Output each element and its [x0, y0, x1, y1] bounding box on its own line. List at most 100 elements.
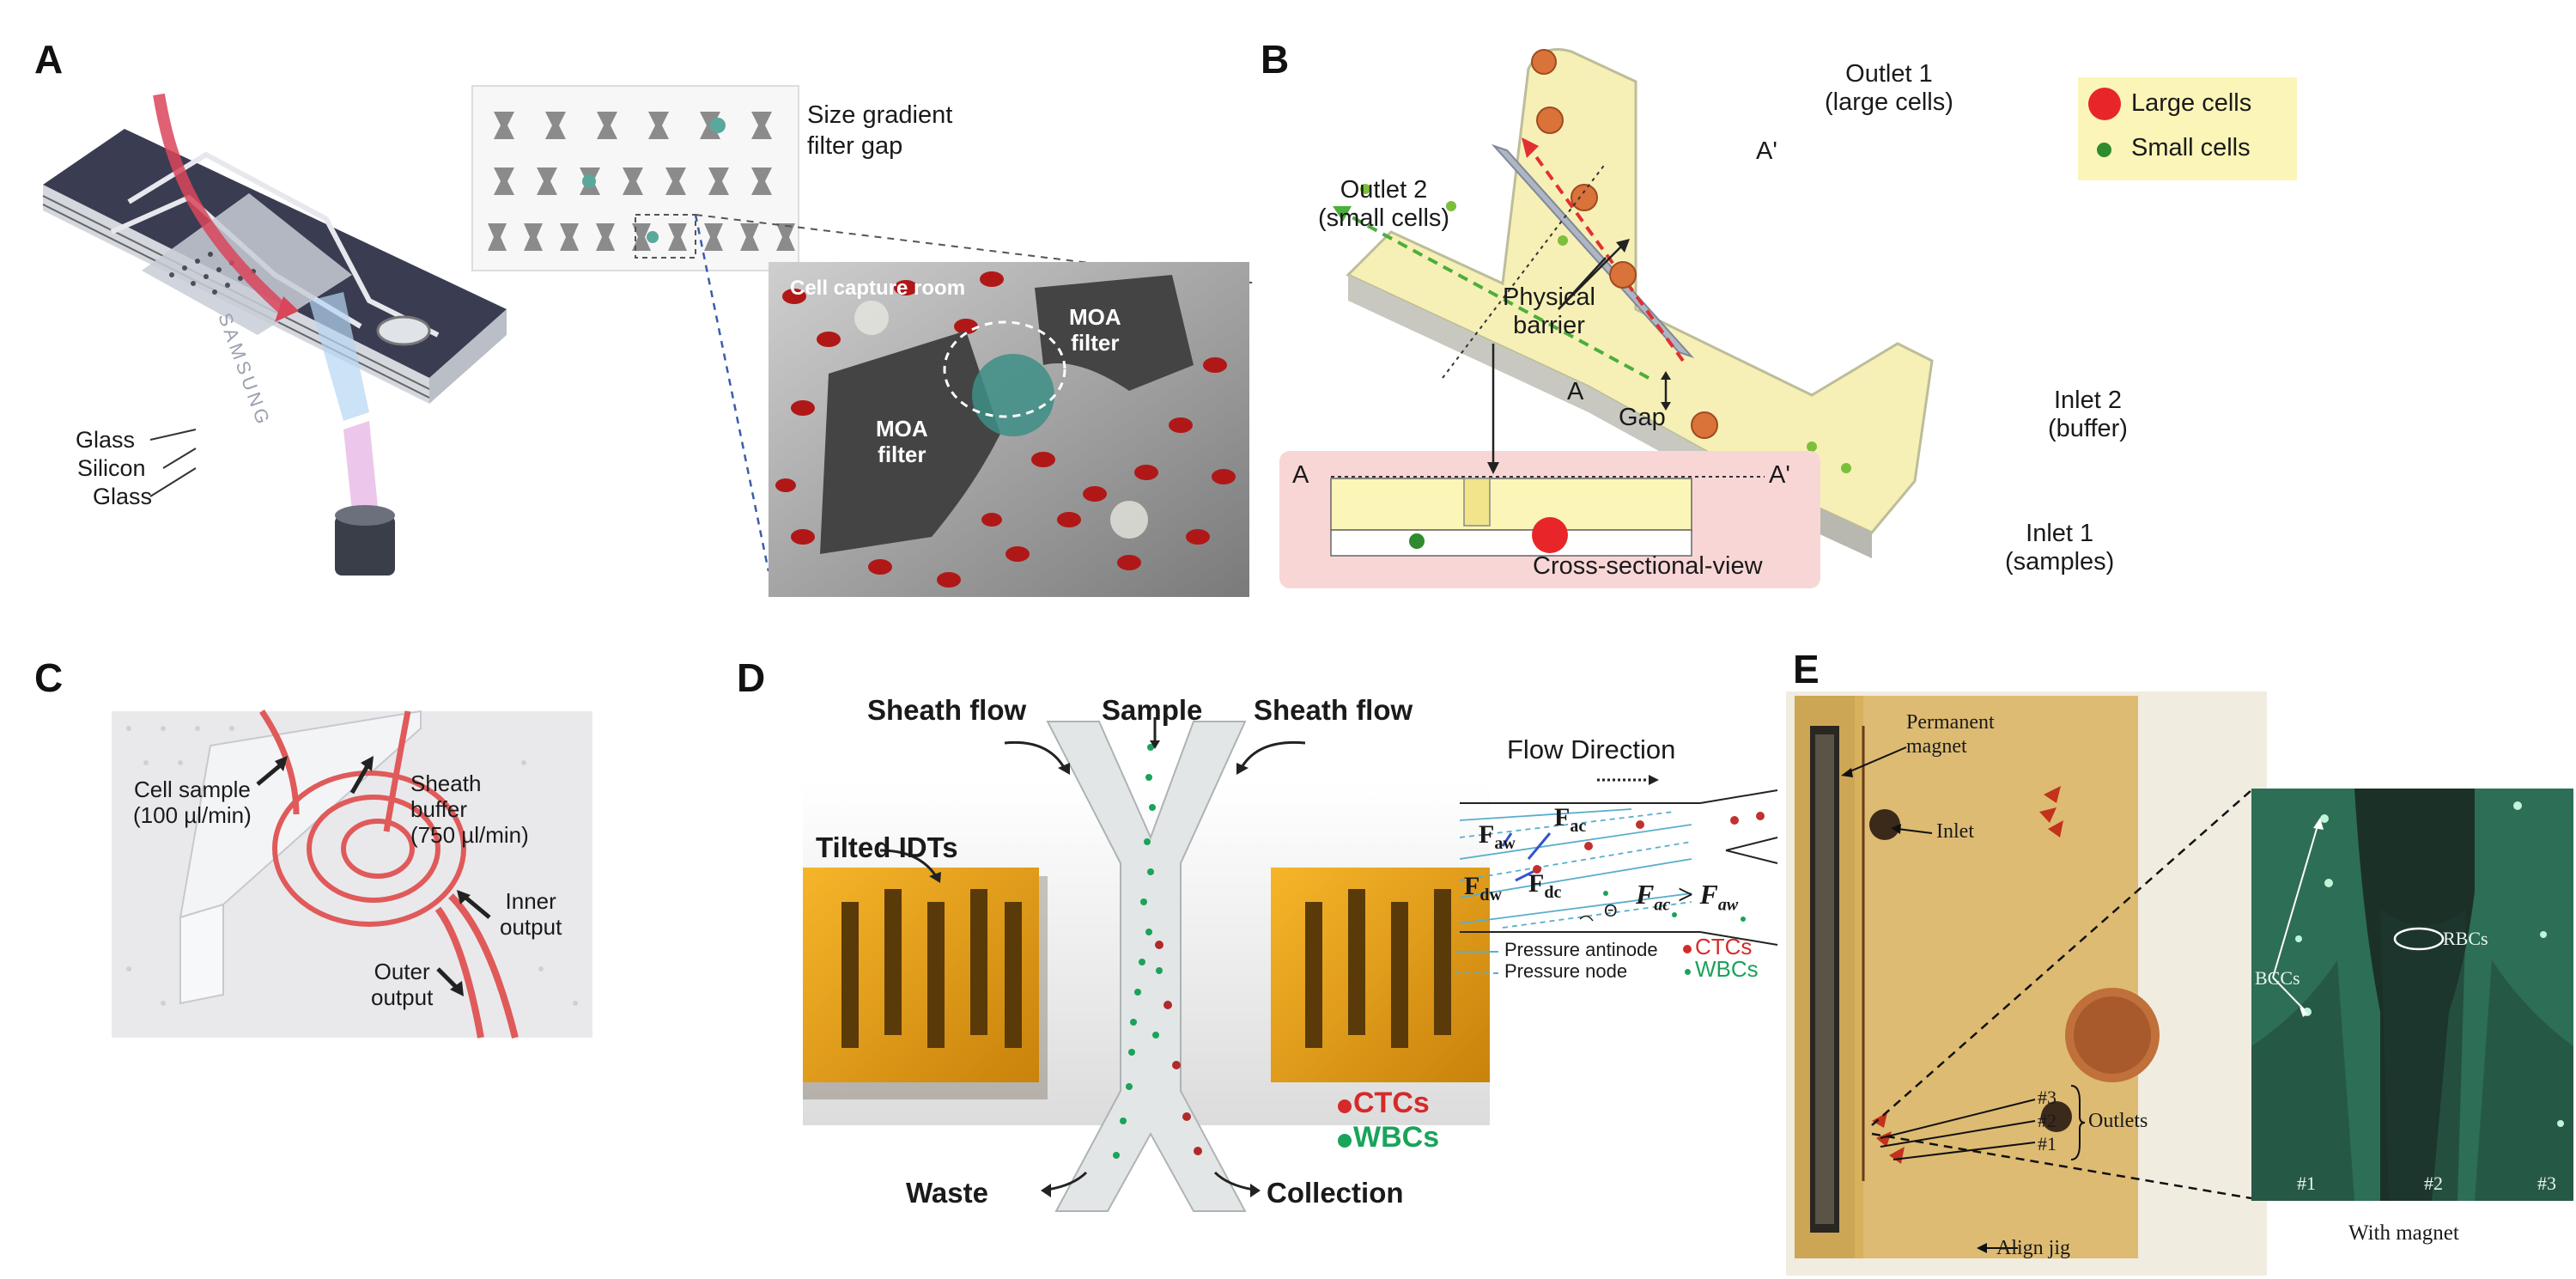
panel-e-device-photo [1786, 691, 2267, 1276]
moa-filter-2-line2: filter [878, 441, 927, 467]
legend-small-cells-label: Small cells [2131, 134, 2251, 161]
sheath-flow-left-label: Sheath flow [867, 694, 1027, 726]
cross-section-box: A A' Cross-sectional-view [1279, 451, 1820, 588]
gradient-label-line2: filter gap [807, 132, 903, 160]
tilted-idts-label: Tilted IDTs [816, 831, 958, 863]
sheath-buffer-line2: buffer [410, 795, 468, 822]
outlet1-label: Outlet 1 (large cells) [1825, 60, 1953, 118]
inlet2-label: Inlet 2 (buffer) [2048, 387, 2128, 444]
ineq-s2: aw [1717, 895, 1739, 915]
moa-filter-1-line2: filter [1071, 329, 1120, 356]
moa-filter-2-line1: MOA [876, 416, 928, 442]
zone-3-label: #3 [2537, 1172, 2556, 1194]
ineq-op: > [1677, 879, 1693, 910]
ineq-s1: ac [1654, 895, 1671, 915]
sheath-buffer-line3: (750 µl/min) [410, 821, 529, 848]
ctcs-marker [1338, 1099, 1352, 1113]
inner-output-line2: output [500, 913, 562, 940]
outer-output-line1: Outer [374, 959, 430, 984]
cell-sample-label: Cell sample (100 µl/min) [133, 777, 252, 829]
force-f-dw-f: F [1464, 872, 1480, 900]
inlet1-line1: Inlet 1 [2026, 520, 2094, 547]
inner-output-label: Inner output [500, 888, 562, 941]
align-jig-label: Align jig [1996, 1237, 2071, 1259]
outlet2-line1: Outlet 2 [1340, 176, 1428, 204]
cell-capture-label: Cell capture room [790, 277, 966, 300]
physical-barrier-line1: Physical [1503, 283, 1595, 311]
permanent-magnet-label: Permanent magnet [1906, 711, 1995, 758]
a-label: A [1567, 378, 1584, 405]
panel-b-channel-illustration [1333, 48, 1934, 558]
inlet1-line2: (samples) [2005, 548, 2115, 576]
wbcs-label: WBCs [1353, 1121, 1440, 1154]
wbcs-marker [1338, 1134, 1352, 1148]
outlet1-line2: (large cells) [1825, 88, 1953, 117]
physical-barrier-label: Physical barrier [1503, 283, 1595, 341]
force-f-aw-f: F [1479, 820, 1495, 849]
ineq-f1: F [1636, 879, 1655, 910]
layer-label-silicon: Silicon [77, 455, 146, 481]
panel-letter-c: C [34, 655, 64, 700]
force-f-dw-sub: dw [1479, 886, 1502, 904]
outer-output-label: Outer output [371, 959, 433, 1011]
gradient-label-line1: Size gradient [807, 101, 953, 129]
force-f-dc-f: F [1528, 869, 1545, 898]
outer-output-line2: output [371, 984, 434, 1010]
outlet-1-label: #1 [2038, 1133, 2057, 1154]
inlet-label: Inlet [1936, 820, 1974, 843]
a-prime-label: A' [1756, 137, 1777, 165]
moa-filter-label-1: MOA filter [1069, 304, 1121, 356]
layer-label-glass-top: Glass [76, 427, 136, 453]
flow-direction-label: Flow Direction [1507, 734, 1676, 764]
panel-letter-d: D [737, 655, 766, 700]
force-f-dw: Fdw [1464, 872, 1502, 905]
rbcs-label: RBCs [2443, 928, 2488, 949]
ineq-f2: F [1699, 879, 1718, 910]
pressure-legend-lines [1455, 951, 1498, 974]
zone-2-label: #2 [2424, 1172, 2443, 1194]
panel-letter-e: E [1793, 647, 1820, 691]
permanent-magnet-line1: Permanent [1906, 711, 1995, 734]
waste-label: Waste [906, 1177, 988, 1209]
outlet1-line1: Outlet 1 [1845, 60, 1933, 88]
force-f-ac-f: F [1554, 803, 1571, 831]
theta-label: Θ [1604, 902, 1618, 921]
cross-section-aprime-label: A' [1769, 461, 1790, 489]
panel-a-zoom-leaders [694, 214, 1259, 572]
outlet2-line2: (small cells) [1318, 204, 1450, 233]
legend-small-cell-marker [2097, 143, 2111, 157]
permanent-magnet-line2: magnet [1906, 734, 1967, 758]
layer-label-glass-bottom: Glass [93, 484, 153, 509]
legend-wbcs-label: WBCs [1695, 956, 1759, 982]
gap-label: Gap [1619, 404, 1666, 431]
cell-sample-line1: Cell sample [133, 777, 251, 802]
outlet-2-label: #2 [2038, 1110, 2057, 1131]
cross-section-title: Cross-sectional-view [1533, 552, 1763, 580]
cell-sample-line2: (100 µl/min) [133, 801, 252, 828]
force-f-dc-sub: dc [1544, 883, 1562, 902]
panel-a-chip-illustration [42, 93, 507, 576]
legend-ctc-dot [1683, 945, 1692, 953]
outlet2-label: Outlet 2 (small cells) [1318, 176, 1449, 234]
inlet1-label: Inlet 1 (samples) [2005, 520, 2114, 577]
with-magnet-caption: With magnet [2348, 1221, 2459, 1245]
outlets-brace [2070, 1085, 2086, 1160]
panel-letter-a: A [34, 37, 64, 82]
physical-barrier-line2: barrier [1513, 312, 1585, 340]
legend-ctcs-label: CTCs [1695, 934, 1753, 959]
moa-capture-render [769, 262, 1249, 597]
panel-c-spiral-photo [112, 710, 592, 1038]
legend-large-cells-label: Large cells [2131, 89, 2252, 117]
cell-legend: Large cells Small cells [2078, 77, 2297, 180]
pressure-node-label: Pressure node [1504, 960, 1628, 982]
outlet-3-label: #3 [2038, 1087, 2057, 1108]
sheath-buffer-label: Sheath buffer (750 µl/min) [410, 770, 529, 849]
legend-wbc-dot [1685, 969, 1691, 975]
force-f-aw: Faw [1479, 820, 1516, 854]
legend-large-cell-marker [2088, 88, 2121, 120]
force-f-aw-sub: aw [1494, 834, 1516, 853]
panel-d-saw-device [803, 717, 1490, 1212]
moa-filter-label-2: MOA filter [876, 416, 928, 468]
bccs-label: BCCs [2255, 967, 2300, 989]
